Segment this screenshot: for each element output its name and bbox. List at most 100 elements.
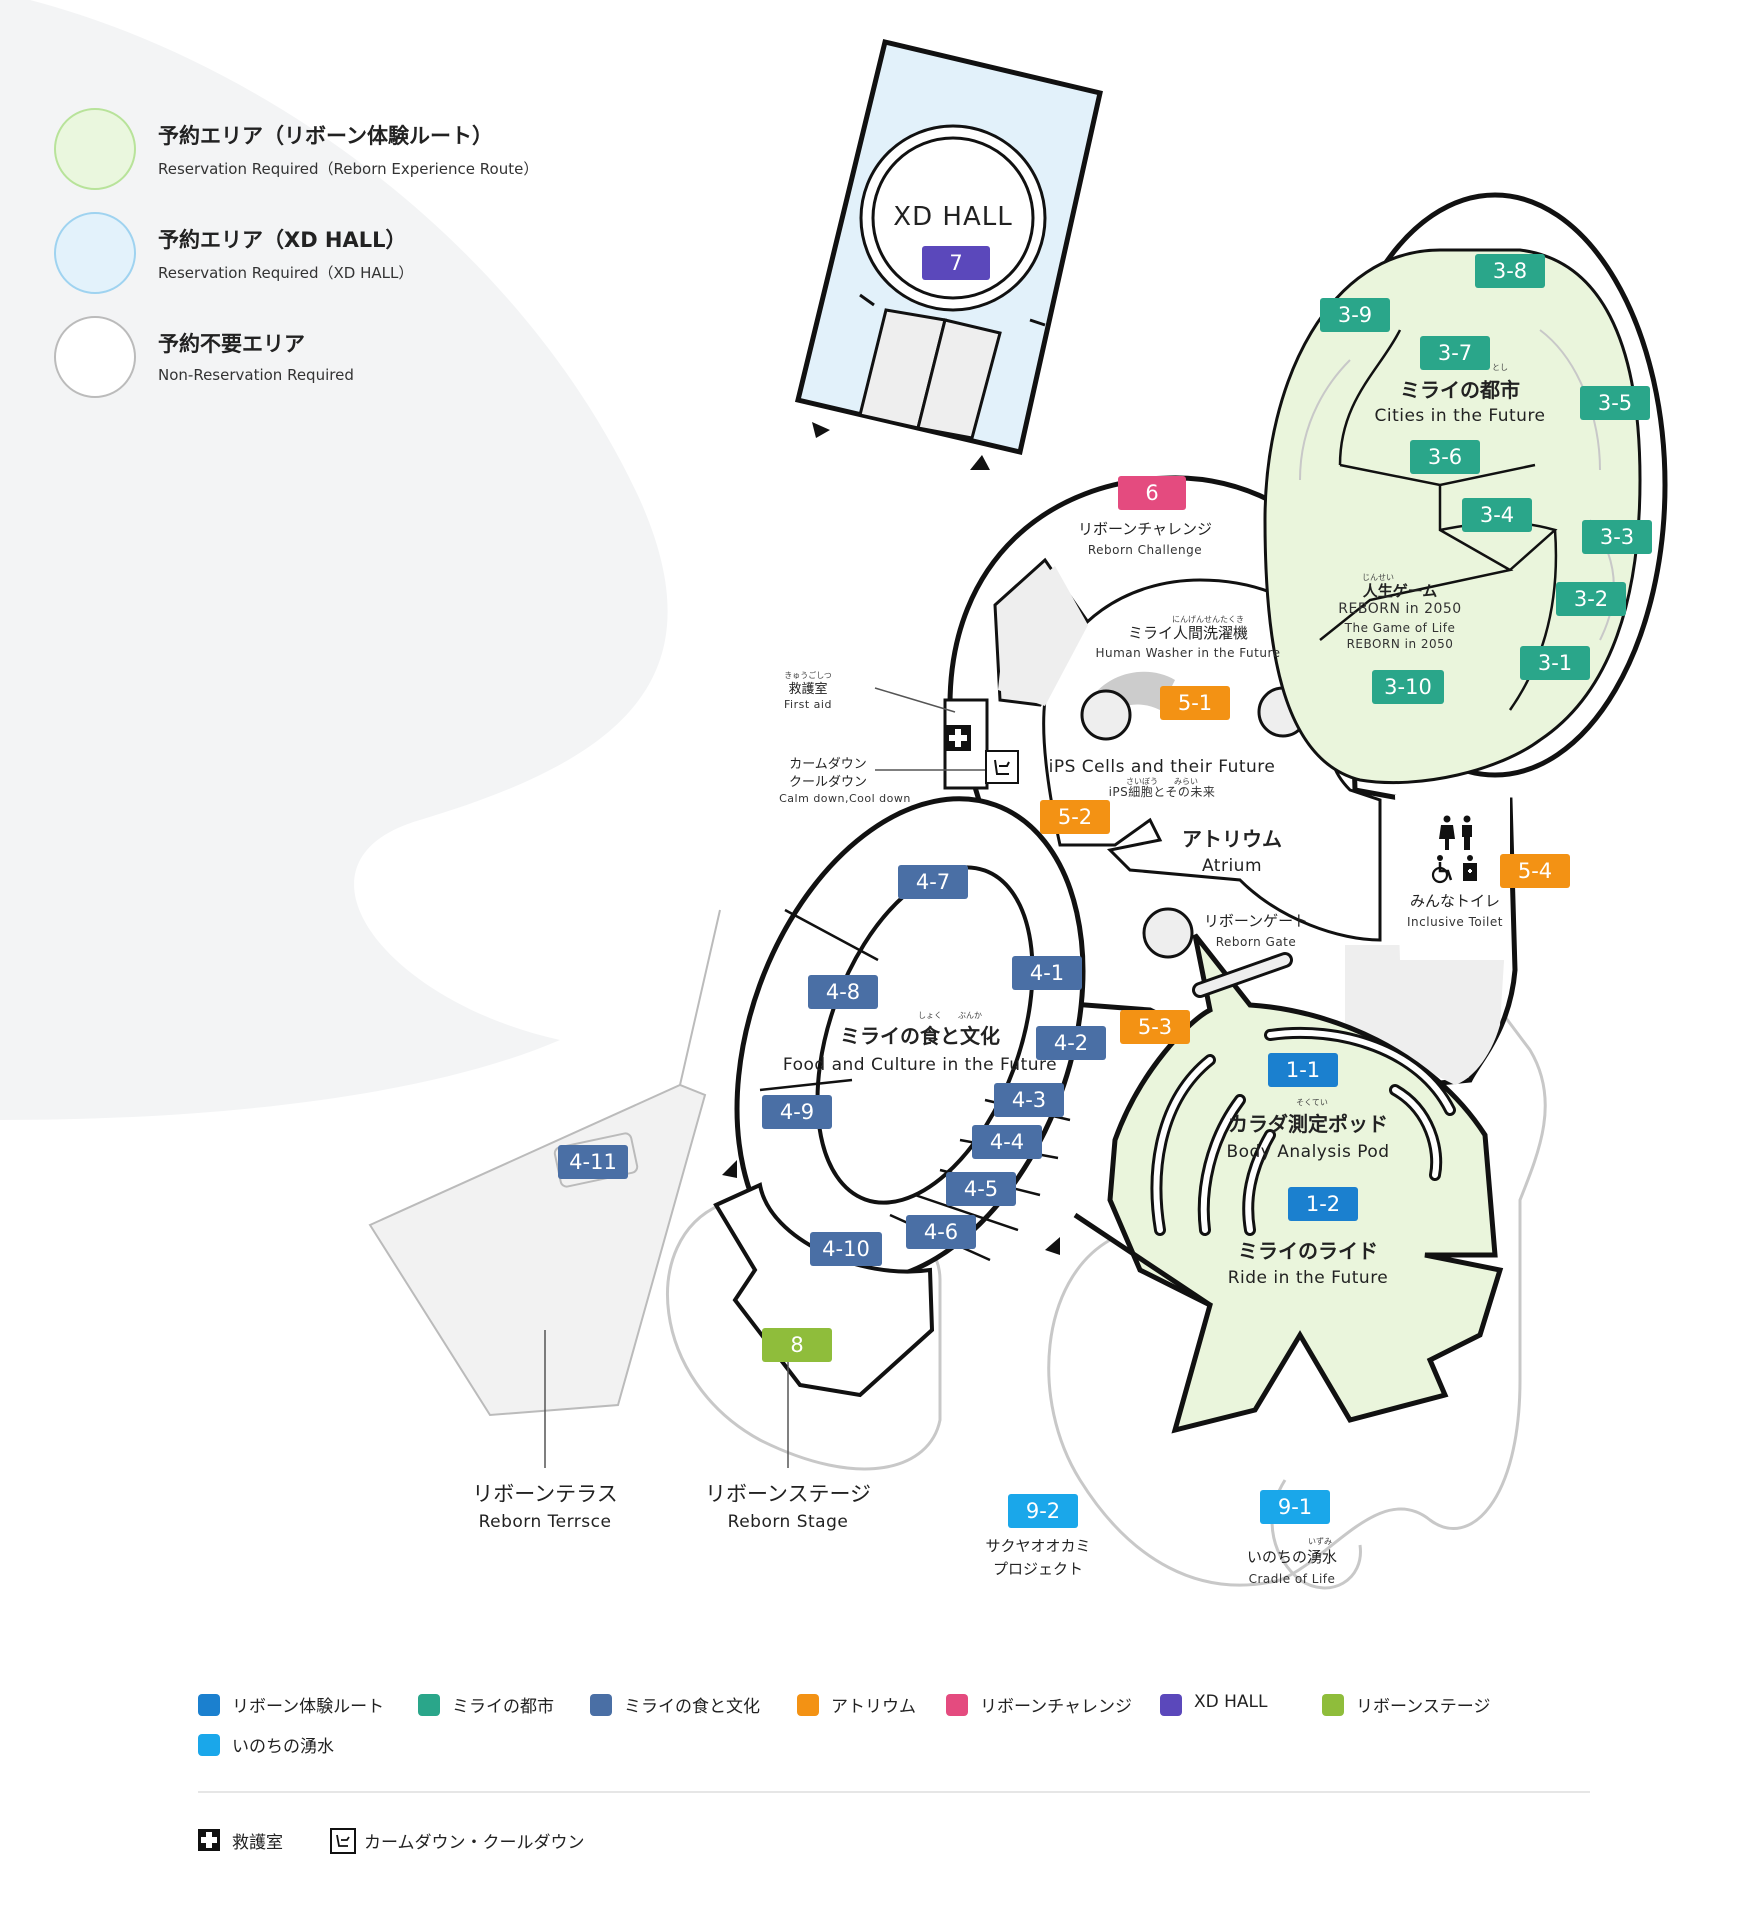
ips-label-en: iPS Cells and their Future [1048,757,1276,777]
terrace-label-en: Reborn Terrsce [478,1512,612,1532]
exhibit-badge-5-4: 5-4 [1500,854,1570,888]
legend-subtitle: Non-Reservation Required [158,366,354,384]
calm-label-en: Calm down,Cool down [779,792,911,805]
legend-title: 予約不要エリア [158,332,305,356]
body-label-en: Body Analysis Pod [1226,1142,1390,1162]
calm-label-jp2: クールダウン [788,775,868,790]
exhibit-badge-4-3: 4-3 [994,1083,1064,1117]
life-label-en1: REBORN in 2050 [1338,601,1462,617]
key-swatch [1160,1694,1182,1716]
background-wave [0,0,668,1120]
food-label-jp: ミライの食と文化 [840,1024,1000,1048]
exhibit-badge-3-7: 3-7 [1420,336,1490,370]
toilet-area [1395,795,1510,960]
atrium-label-jp: アトリウム [1182,827,1282,851]
leader-line [874,687,956,713]
exhibit-badge-4-9: 4-9 [762,1095,832,1129]
legend-title: 予約エリア（リボーン体験ルート） [158,124,493,148]
stage-label-en: Reborn Stage [727,1512,849,1532]
cities-divisions [1319,329,1558,711]
legend-swatch-white [54,316,136,398]
exhibit-badge-3-8: 3-8 [1475,254,1545,288]
accessible-toilet-icon [1430,854,1482,884]
cities-label-en: Cities in the Future [1374,406,1546,426]
entrance-arrow-icon [812,422,830,438]
challenge-label-en: Reborn Challenge [1087,543,1203,557]
life-label-en2: The Game of Life [1344,621,1456,635]
xd-hall-title: XD HALL [893,202,1013,232]
cradle-label-en: Cradle of Life [1248,1572,1336,1586]
exhibit-badge-3-9: 3-9 [1320,298,1390,332]
exhibit-badge-1-2: 1-2 [1288,1187,1358,1221]
cradle-ruby: いずみ [1308,1537,1332,1546]
wolf-label-jp2: プロジェクト [992,1560,1084,1578]
first-aid-cross-icon [945,725,971,751]
cities-label-jp: ミライの都市 [1400,378,1520,402]
exhibit-badge-4-8: 4-8 [808,975,878,1009]
stage-label-jp: リボーンステージ [704,1482,872,1506]
key-swatch [1322,1694,1344,1716]
legend-subtitle: Reservation Required（Reborn Experience R… [158,160,539,178]
xd-hall-outer-ring [859,124,1047,312]
gate-label-jp: リボーンゲート [1203,912,1309,930]
xd-hall-inner-ring [871,136,1035,300]
legend-subtitle: Reservation Required（XD HALL） [158,264,414,282]
terrace-divider [679,909,721,1086]
terrace-area [368,1083,707,1417]
xd-hall-corridor2 [916,318,1002,440]
exhibit-badge-3-4: 3-4 [1462,498,1532,532]
key-swatch [946,1694,968,1716]
exhibit-badge-4-2: 4-2 [1036,1026,1106,1060]
ips-circle-left [1080,689,1132,741]
terrace-cart [553,1132,639,1188]
exhibit-badge-9-2: 9-2 [1008,1494,1078,1528]
terrace-label-jp: リボーンテラス [472,1482,618,1506]
legend-swatch-green [54,108,136,190]
key-label: リボーンステージ [1356,1697,1491,1717]
firstaid-label-en: First aid [784,698,832,711]
firstaid-label-jp: 救護室 [788,682,828,697]
washer-label-en: Human Washer in the Future [1095,646,1281,660]
key-swatch [198,1694,220,1716]
exhibit-badge-4-5: 4-5 [946,1172,1016,1206]
entrance-arrow-icon [1045,1237,1060,1255]
toilet-label-jp: みんなトイレ [1409,892,1501,910]
facility-label: カームダウン・クールダウン [364,1833,585,1853]
first-aid-cross-icon [198,1829,220,1851]
key-label: いのちの湧水 [232,1737,334,1757]
exhibit-badge-5-2: 5-2 [1040,800,1110,834]
challenge-gray [998,566,1088,706]
key-label: ミライの食と文化 [624,1697,760,1717]
exhibit-badge-3-5: 3-5 [1580,386,1650,420]
ips-ruby: さいぼう みらい [1126,777,1198,786]
wolf-label-jp1: サクヤオオカミ [985,1537,1091,1555]
key-label: リボーン体験ルート [232,1697,385,1717]
ride-label-en: Ride in the Future [1227,1268,1389,1288]
calm-down-room-icon [330,1828,356,1854]
ips-label-jp: iPS細胞とその未来 [1108,785,1216,799]
gate-circle [1142,907,1194,959]
exhibit-badge-3-6: 3-6 [1410,440,1480,474]
exhibit-badge-3-2: 3-2 [1556,582,1626,616]
food-label-en: Food and Culture in the Future [782,1055,1058,1075]
challenge-label-jp: リボーンチャレンジ [1077,520,1213,538]
calm-label-jp1: カームダウン [789,757,867,772]
exhibit-badge-6: 6 [1118,476,1186,510]
key-label: アトリウム [831,1697,916,1717]
restroom-icon [1437,815,1477,851]
key-swatch [418,1694,440,1716]
body-label-jp: カラダ測定ポッド [1228,1112,1388,1136]
exhibit-badge-1-1: 1-1 [1268,1053,1338,1087]
key-swatch [797,1694,819,1716]
exhibit-badge-3-10: 3-10 [1372,670,1444,704]
entrance-arrow-icon [722,1160,737,1178]
life-label-en3: REBORN in 2050 [1346,637,1454,651]
facility-label: 救護室 [232,1833,283,1853]
life-label-jp: 人生ゲーム [1362,582,1438,600]
life-ruby: じんせい [1362,573,1394,582]
ride-label-jp: ミライのライド [1238,1239,1378,1263]
exhibit-badge-4-7: 4-7 [898,865,968,899]
toilet-label-en: Inclusive Toilet [1407,915,1503,929]
atrium-label-en: Atrium [1201,856,1263,876]
